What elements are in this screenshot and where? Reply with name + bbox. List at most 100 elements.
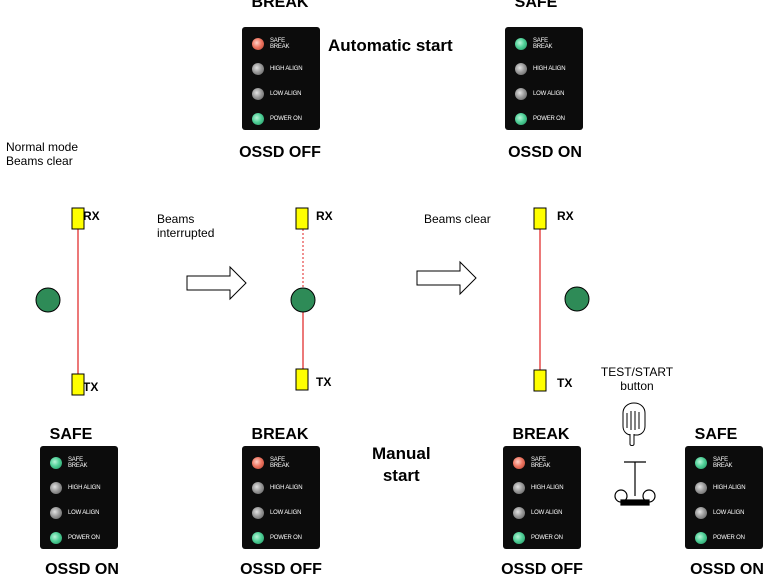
status-panel-bottom-safe-2: SAFE BREAK HIGH ALIGN LOW ALIGN POWER ON bbox=[685, 446, 763, 549]
automatic-start-label: Automatic start bbox=[328, 36, 453, 55]
receiver-box-3 bbox=[533, 207, 547, 230]
led-label: HIGH ALIGN bbox=[270, 485, 303, 491]
led-grey-icon bbox=[515, 63, 527, 75]
start-line: start bbox=[382, 466, 420, 485]
beams-interrupted-note: Beams interrupted bbox=[157, 212, 214, 240]
normal-mode-line: Normal mode bbox=[6, 140, 79, 154]
led-green-icon bbox=[513, 532, 525, 544]
led-green-icon bbox=[252, 532, 264, 544]
led-grey-icon bbox=[252, 88, 264, 100]
tx-label-3: TX bbox=[557, 376, 573, 390]
led-row: POWER ON bbox=[695, 530, 745, 546]
led-label: LOW ALIGN bbox=[531, 510, 563, 516]
led-label: HIGH ALIGN bbox=[533, 66, 566, 72]
led-row: SAFE BREAK bbox=[515, 36, 553, 52]
beam-scene-1 bbox=[35, 207, 85, 396]
status-panel-bottom-break-2: SAFE BREAK HIGH ALIGN LOW ALIGN POWER ON bbox=[503, 446, 581, 549]
led-green-icon bbox=[695, 532, 707, 544]
led-label: LOW ALIGN bbox=[270, 510, 302, 516]
button-line: button bbox=[620, 379, 654, 393]
led-row: HIGH ALIGN bbox=[252, 61, 303, 77]
bottom-safe-label-2: SAFE bbox=[694, 426, 738, 443]
transmitter-box-3 bbox=[533, 369, 547, 392]
led-label: HIGH ALIGN bbox=[68, 485, 101, 491]
led-label: LOW ALIGN bbox=[270, 91, 302, 97]
led-row: SAFE BREAK bbox=[695, 455, 733, 471]
led-grey-icon bbox=[252, 482, 264, 494]
led-red-icon bbox=[252, 38, 264, 50]
status-panel-top-safe: SAFE BREAK HIGH ALIGN LOW ALIGN POWER ON bbox=[505, 27, 583, 130]
outline-right-arrow-icon-1 bbox=[186, 265, 247, 301]
bottom-break-label-1: BREAK bbox=[251, 426, 309, 443]
led-label: SAFE BREAK bbox=[531, 457, 551, 469]
led-green-icon bbox=[695, 457, 707, 469]
transmitter-box-2 bbox=[295, 368, 309, 391]
led-row: POWER ON bbox=[513, 530, 563, 546]
transmitter-box-1 bbox=[71, 373, 85, 396]
bottom-safe-label-1: SAFE bbox=[49, 426, 93, 443]
led-grey-icon bbox=[252, 63, 264, 75]
led-label: SAFE BREAK bbox=[533, 38, 553, 50]
led-label: POWER ON bbox=[68, 535, 100, 541]
manual-line: Manual bbox=[372, 444, 431, 463]
led-green-icon bbox=[50, 532, 62, 544]
led-label: SAFE BREAK bbox=[270, 457, 290, 469]
led-label: POWER ON bbox=[533, 116, 565, 122]
led-green-icon bbox=[252, 113, 264, 125]
led-label: SAFE BREAK bbox=[713, 457, 733, 469]
bottom-break-label-2: BREAK bbox=[512, 426, 570, 443]
led-row: POWER ON bbox=[50, 530, 100, 546]
outline-right-arrow-icon-2 bbox=[416, 260, 477, 296]
rx-label-3: RX bbox=[557, 209, 574, 223]
led-label: SAFE BREAK bbox=[270, 38, 290, 50]
beams-clear-note: Beams clear bbox=[424, 212, 491, 226]
led-grey-icon bbox=[695, 482, 707, 494]
tx-label-1: TX bbox=[83, 380, 99, 394]
beams-clear-line: Beams clear bbox=[6, 154, 73, 168]
status-panel-top-break: SAFE BREAK HIGH ALIGN LOW ALIGN POWER ON bbox=[242, 27, 320, 130]
led-row: LOW ALIGN bbox=[252, 505, 301, 521]
led-grey-icon bbox=[513, 507, 525, 519]
object-circle-3 bbox=[564, 286, 590, 312]
object-circle-1 bbox=[35, 287, 61, 313]
led-label: HIGH ALIGN bbox=[713, 485, 746, 491]
test-start-line: TEST/START bbox=[600, 365, 674, 379]
led-row: HIGH ALIGN bbox=[50, 480, 101, 496]
bottom-ossd-off-label-1: OSSD OFF bbox=[240, 561, 322, 578]
led-red-icon bbox=[252, 457, 264, 469]
bottom-ossd-on-label-2: OSSD ON bbox=[690, 561, 764, 578]
led-label: HIGH ALIGN bbox=[270, 66, 303, 72]
led-row: HIGH ALIGN bbox=[252, 480, 303, 496]
receiver-box-2 bbox=[295, 207, 309, 230]
push-button-icon bbox=[614, 461, 656, 506]
receiver-box-1 bbox=[71, 207, 85, 230]
led-row: LOW ALIGN bbox=[695, 505, 744, 521]
led-row: HIGH ALIGN bbox=[515, 61, 566, 77]
led-label: LOW ALIGN bbox=[713, 510, 745, 516]
beam-scene-2 bbox=[290, 207, 316, 391]
top-ossd-off-label: OSSD OFF bbox=[239, 144, 321, 161]
led-row: SAFE BREAK bbox=[513, 455, 551, 471]
led-label: LOW ALIGN bbox=[533, 91, 565, 97]
led-grey-icon bbox=[50, 482, 62, 494]
led-row: SAFE BREAK bbox=[252, 36, 290, 52]
tx-label-2: TX bbox=[316, 375, 332, 389]
led-row: HIGH ALIGN bbox=[513, 480, 564, 496]
led-grey-icon bbox=[50, 507, 62, 519]
led-label: HIGH ALIGN bbox=[531, 485, 564, 491]
led-label: POWER ON bbox=[270, 116, 302, 122]
manual-start-label: Manual start bbox=[372, 443, 431, 487]
led-grey-icon bbox=[513, 482, 525, 494]
led-grey-icon bbox=[252, 507, 264, 519]
led-row: HIGH ALIGN bbox=[695, 480, 746, 496]
led-grey-icon bbox=[695, 507, 707, 519]
object-circle-2 bbox=[290, 287, 316, 313]
beam-scene-3 bbox=[533, 207, 590, 392]
bottom-ossd-off-label-2: OSSD OFF bbox=[501, 561, 583, 578]
led-label: POWER ON bbox=[713, 535, 745, 541]
led-label: SAFE BREAK bbox=[68, 457, 88, 469]
led-row: SAFE BREAK bbox=[252, 455, 290, 471]
